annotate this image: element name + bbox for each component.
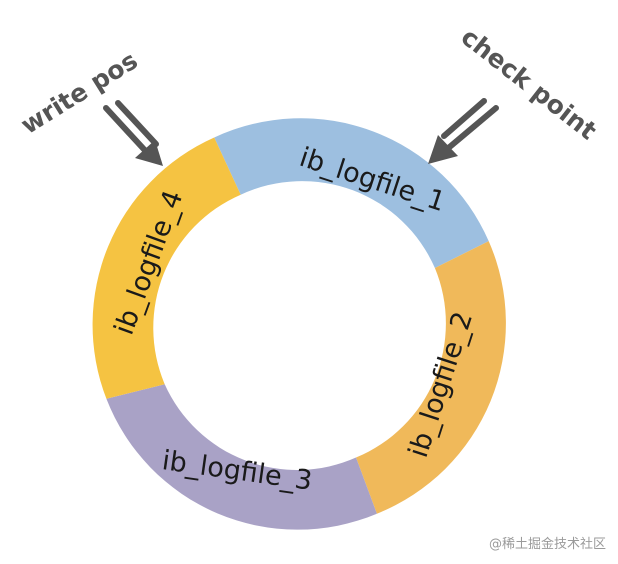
segment-ib-logfile-4 bbox=[92, 137, 241, 399]
write-pos-arrow-icon bbox=[103, 100, 163, 166]
segment-ib-logfile-2 bbox=[356, 241, 506, 514]
watermark: @稀土掘金技术社区 bbox=[489, 536, 606, 552]
segment-ib-logfile-1 bbox=[214, 118, 489, 268]
check-point-arrow-icon bbox=[428, 98, 499, 164]
segment-ib-logfile-3 bbox=[106, 384, 377, 530]
